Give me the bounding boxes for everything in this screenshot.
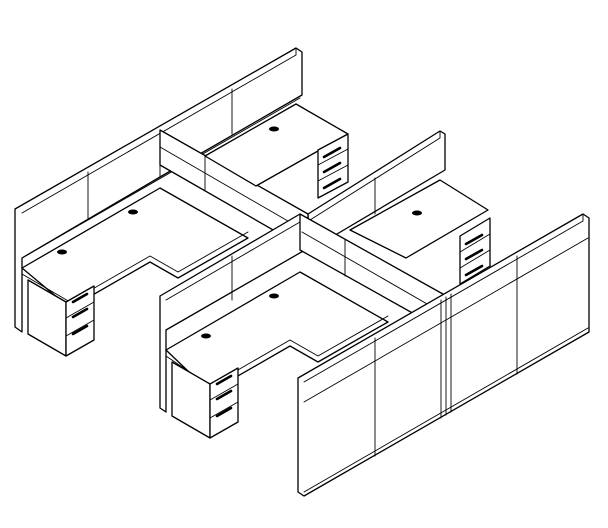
desk-back-right-side bbox=[349, 179, 489, 259]
pedestal-front-left bbox=[171, 361, 239, 439]
drawer-handle bbox=[322, 146, 342, 159]
drawer-handle bbox=[464, 264, 484, 277]
grommet-desk-back-left-1 bbox=[57, 249, 67, 255]
pedestal-mid-right bbox=[459, 217, 491, 285]
grommet-desk-front-left-2 bbox=[269, 293, 279, 299]
drawer-handle bbox=[215, 389, 233, 401]
grommet-desk-back-right-1 bbox=[269, 126, 279, 132]
drawer-handle bbox=[71, 307, 89, 319]
grommet-desk-front-left-1 bbox=[201, 333, 211, 339]
workstation-back-right bbox=[204, 103, 491, 285]
pedestal-back-left bbox=[27, 279, 95, 357]
drawer-handle bbox=[71, 292, 89, 304]
drawer-handle bbox=[215, 406, 233, 418]
workstation-back-left bbox=[14, 47, 309, 357]
drawer-handle bbox=[71, 324, 89, 336]
workstation-front-left bbox=[165, 271, 389, 439]
drawer-handle bbox=[322, 161, 342, 174]
drawer-handle bbox=[464, 233, 484, 246]
drawer-handle bbox=[322, 177, 342, 190]
pedestal-back-right bbox=[317, 133, 349, 199]
grommet-desk-back-left-2 bbox=[128, 209, 138, 215]
drawer-handle bbox=[464, 248, 484, 261]
grommet-desk-back-right-2 bbox=[412, 210, 422, 216]
drawer-handle bbox=[215, 374, 233, 386]
